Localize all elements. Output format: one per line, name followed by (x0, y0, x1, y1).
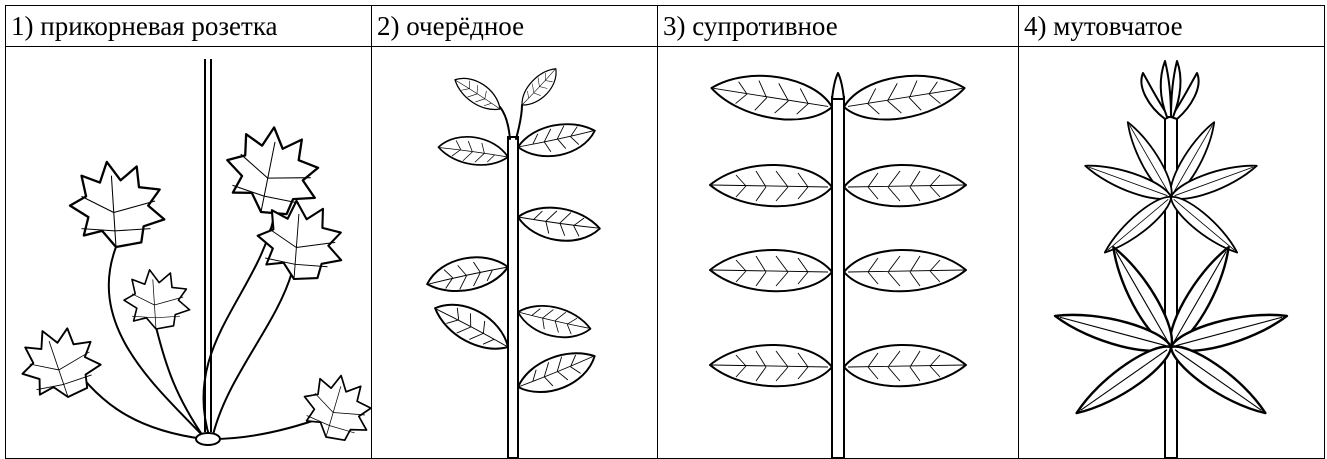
stem (507, 136, 519, 458)
header-alternate: 2) очерёдное (371, 5, 658, 47)
leaf (435, 127, 512, 175)
basal-rosette-illustration (12, 59, 371, 451)
leaf (513, 63, 566, 112)
leaf (511, 345, 602, 401)
whorled-illustration (1050, 60, 1292, 458)
leaf-arrangement-table: 1) прикорневая розетка 2) очерёдное 3) с… (5, 5, 1325, 459)
leaf (709, 343, 833, 388)
leaf (513, 196, 604, 252)
leaf (428, 288, 517, 365)
leaf (843, 163, 967, 208)
bud (831, 72, 845, 100)
leaf (450, 67, 506, 120)
alternate-illustration (424, 63, 604, 458)
leaf (424, 253, 511, 295)
flower-stalk (204, 59, 212, 432)
cell-alternate (371, 46, 658, 459)
stem-tip (499, 104, 523, 140)
rosette-base (195, 432, 221, 446)
leaf (709, 248, 833, 293)
maple-leaf (293, 365, 371, 451)
header-whorled: 4) мутовчатое (1018, 5, 1325, 47)
maple-leaf (12, 317, 108, 408)
header-basal-rosette: 1) прикорневая розетка (5, 5, 372, 47)
cell-opposite (657, 46, 1019, 459)
maple-leaf (215, 116, 331, 226)
leaf (707, 67, 837, 128)
header-opposite: 3) супротивное (657, 5, 1019, 47)
leaf (515, 120, 598, 160)
maple-leaf (68, 160, 166, 249)
maple-leaf (123, 268, 191, 330)
leaf (709, 163, 833, 208)
leaf (843, 248, 967, 293)
cell-whorled (1018, 46, 1325, 459)
leaf (513, 294, 595, 349)
opposite-illustration (707, 67, 969, 458)
image-row (5, 46, 1325, 459)
stem (1164, 116, 1178, 458)
header-row: 1) прикорневая розетка 2) очерёдное 3) с… (5, 5, 1325, 47)
stem (831, 96, 845, 458)
cell-basal-rosette (5, 46, 372, 459)
leaf (839, 67, 969, 128)
petioles (65, 216, 325, 440)
apical-whorl (1140, 60, 1200, 120)
leaf (843, 343, 967, 388)
